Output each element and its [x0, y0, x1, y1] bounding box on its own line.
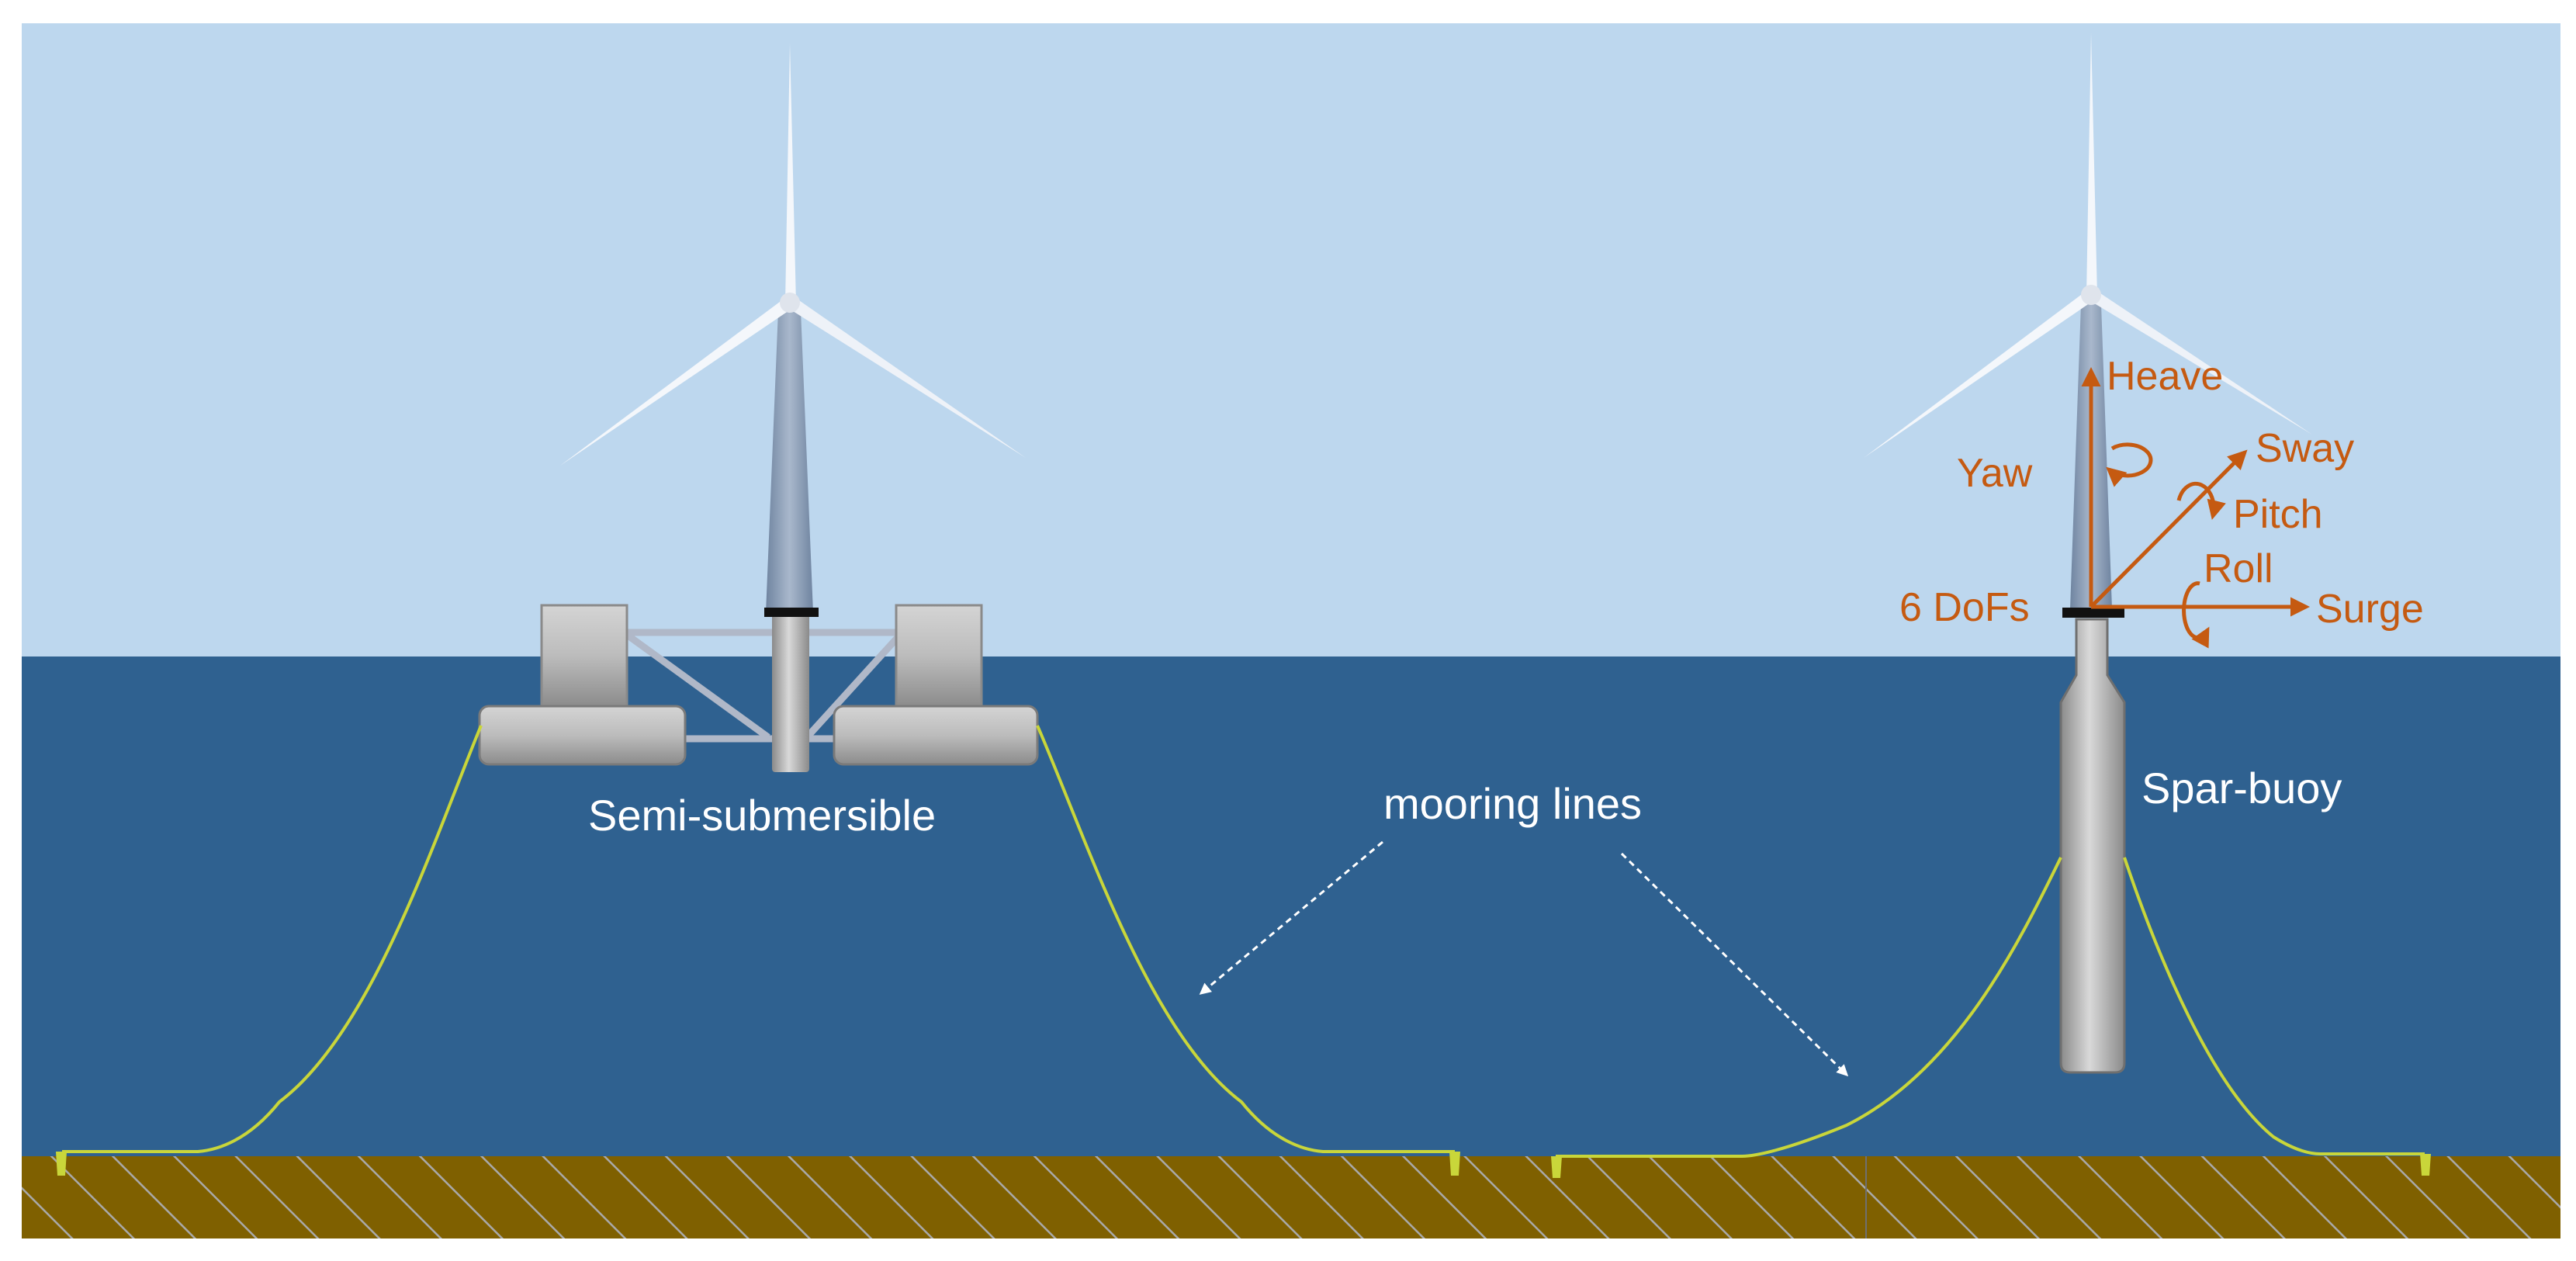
- spar-hull: [2059, 618, 2126, 1074]
- mooring-lines: [62, 725, 2425, 1158]
- seabed: [22, 1156, 2560, 1238]
- mooring-pointers: [1199, 840, 1849, 1077]
- anchors: [56, 1152, 2431, 1178]
- left-column: [540, 604, 628, 708]
- tower: [766, 310, 813, 613]
- hub: [2081, 285, 2101, 305]
- spar-flange: [2062, 608, 2124, 618]
- roll-label: Roll: [2204, 546, 2273, 591]
- yaw-label: Yaw: [1957, 451, 2033, 496]
- hub: [780, 293, 800, 313]
- pitch-label: Pitch: [2233, 492, 2323, 537]
- right-column: [895, 604, 983, 708]
- pitch-rotation-arrow: [2176, 481, 2226, 520]
- surge-label: Surge: [2316, 587, 2424, 632]
- rotor: [560, 43, 1026, 466]
- column-cap: [764, 608, 819, 617]
- rotor: [1864, 33, 2312, 458]
- dof-axes: [2081, 367, 2310, 649]
- mooring-line-spar-left: [1556, 857, 2062, 1158]
- anchor: [56, 1152, 67, 1176]
- sway-arrow: [2090, 449, 2248, 608]
- blade-left: [560, 297, 794, 466]
- anchor: [2420, 1154, 2431, 1176]
- center-column: [772, 613, 809, 772]
- semi-submersible-label: Semi-submersible: [588, 791, 936, 840]
- blade-up: [2086, 33, 2097, 296]
- mooring-line-semi-left: [62, 725, 483, 1153]
- left-pontoon: [478, 705, 687, 766]
- pointer-arrow-left: [1199, 840, 1383, 995]
- sea: [22, 656, 2560, 1158]
- yaw-rotation-arrow: [2106, 442, 2153, 487]
- blade-left: [1864, 290, 2095, 458]
- blade-up: [785, 43, 796, 304]
- heave-label: Heave: [2107, 354, 2223, 399]
- mooring-line-semi-right: [1036, 725, 1455, 1153]
- semi-submersible-turbine: [478, 43, 1039, 772]
- blade-right: [787, 297, 1026, 458]
- right-pontoon: [833, 705, 1039, 766]
- mooring-lines-label: mooring lines: [1383, 779, 1642, 828]
- pointer-arrow-right: [1620, 852, 1849, 1077]
- spar-buoy-label: Spar-buoy: [2141, 764, 2342, 812]
- blade-right: [2088, 290, 2312, 435]
- roll-rotation-arrow: [2182, 581, 2210, 649]
- sway-label: Sway: [2256, 426, 2354, 471]
- mooring-line-spar-right: [2123, 857, 2425, 1155]
- anchor: [1551, 1156, 1562, 1178]
- dof-title-label: 6 DoFs: [1899, 585, 2030, 630]
- bracing: [625, 629, 903, 743]
- anchor: [1449, 1152, 1460, 1176]
- sky: [22, 23, 2560, 658]
